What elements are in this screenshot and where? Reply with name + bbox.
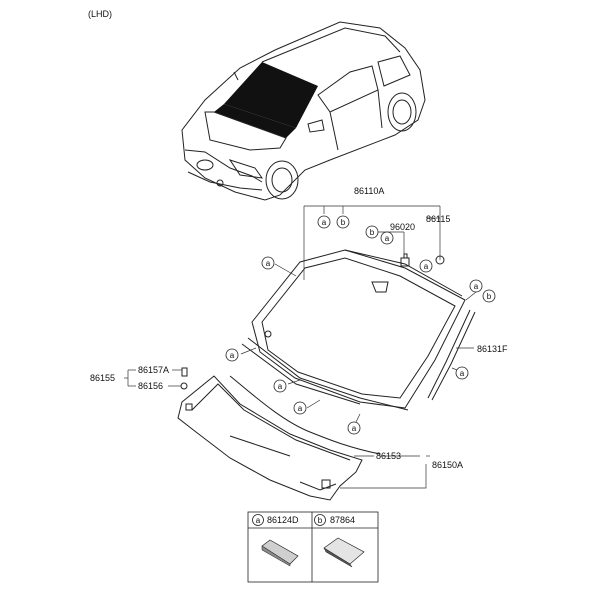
windshield-glass — [251, 249, 466, 409]
label-96020: 96020 — [390, 222, 415, 232]
callout-a-10: a — [455, 366, 469, 380]
callout-b-3: b — [482, 289, 496, 303]
svg-text:b: b — [318, 516, 323, 525]
label-86150a: 86150A — [432, 460, 463, 470]
svg-text:b: b — [341, 218, 346, 227]
callout-a-6: a — [225, 348, 239, 362]
weatherstrip — [229, 375, 381, 455]
legend-table: a 86124D b 87864 — [247, 511, 379, 583]
callout-a-7: a — [273, 379, 287, 393]
callout-a-2: a — [380, 231, 394, 245]
car-illustration — [181, 21, 426, 201]
leader-lines — [124, 205, 477, 489]
svg-text:a: a — [230, 351, 235, 360]
side-moulding — [427, 309, 471, 399]
lower-moulding — [247, 337, 409, 411]
label-86115: 86115 — [426, 214, 450, 224]
legend-a-part-image — [261, 539, 299, 567]
label-86153: 86153 — [376, 451, 401, 461]
svg-text:a: a — [256, 516, 261, 525]
grommet-86156-part — [180, 382, 188, 390]
callout-b-2: b — [365, 225, 379, 239]
svg-text:a: a — [352, 424, 357, 433]
legend-a-label: 86124D — [267, 515, 299, 525]
legend-b-key: b — [314, 514, 326, 526]
svg-text:a: a — [298, 404, 303, 413]
svg-text:a: a — [474, 282, 479, 291]
label-86157a: 86157A — [138, 365, 169, 375]
svg-text:b: b — [370, 228, 375, 237]
callout-a-8: a — [293, 401, 307, 415]
callout-a-3: a — [419, 259, 433, 273]
screw-86157a-part — [181, 367, 188, 377]
callout-a-1: a — [317, 215, 331, 229]
svg-text:a: a — [424, 262, 429, 271]
svg-text:a: a — [385, 234, 390, 243]
svg-text:a: a — [460, 369, 465, 378]
svg-text:a: a — [266, 259, 271, 268]
callout-a-4: a — [261, 256, 275, 270]
legend-b-label: 87864 — [330, 515, 355, 525]
label-86110a: 86110A — [354, 186, 384, 196]
variant-label: (LHD) — [88, 9, 112, 19]
callout-b-1: b — [336, 215, 350, 229]
label-86156: 86156 — [138, 381, 163, 391]
label-86131f: 86131F — [477, 344, 508, 354]
legend-b-part-image — [323, 537, 365, 568]
legend-a-key: a — [252, 514, 264, 526]
cowl-panel — [177, 375, 363, 501]
callout-a-5: a — [469, 279, 483, 293]
label-86155: 86155 — [90, 373, 115, 383]
svg-text:b: b — [487, 292, 492, 301]
svg-text:a: a — [278, 382, 283, 391]
svg-text:a: a — [322, 218, 327, 227]
callout-a-9: a — [347, 421, 361, 435]
